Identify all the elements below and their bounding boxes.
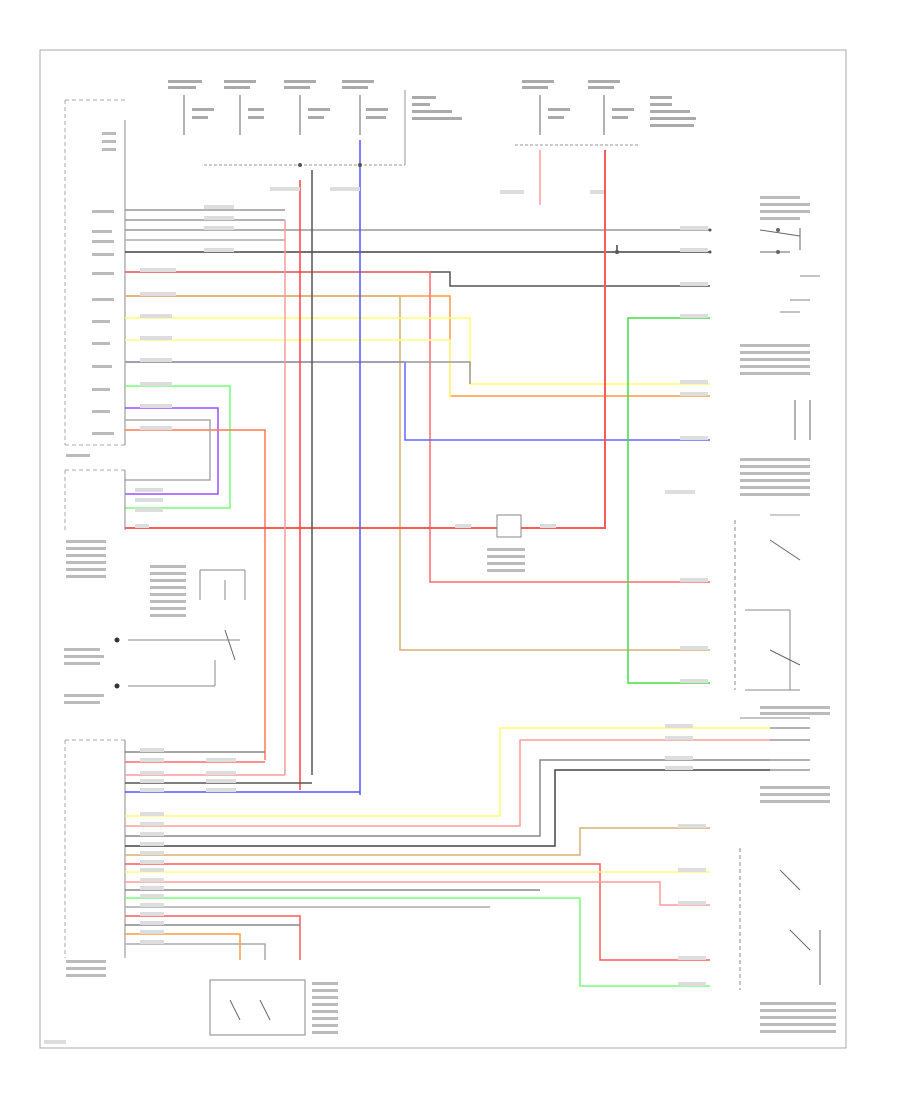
lower-switch-box	[209, 979, 338, 1036]
junction-dots	[298, 163, 712, 254]
wire-tags	[44, 187, 708, 1044]
right-lower-components	[739, 706, 836, 1033]
sub-control-unit	[64, 469, 246, 704]
right-components	[734, 196, 820, 691]
lower-control-unit	[64, 739, 126, 977]
diagram-frame	[39, 49, 847, 1049]
main-control-unit	[64, 99, 126, 457]
fuse-panel	[168, 80, 696, 166]
relay-box	[487, 514, 525, 572]
main-harness	[125, 140, 710, 795]
